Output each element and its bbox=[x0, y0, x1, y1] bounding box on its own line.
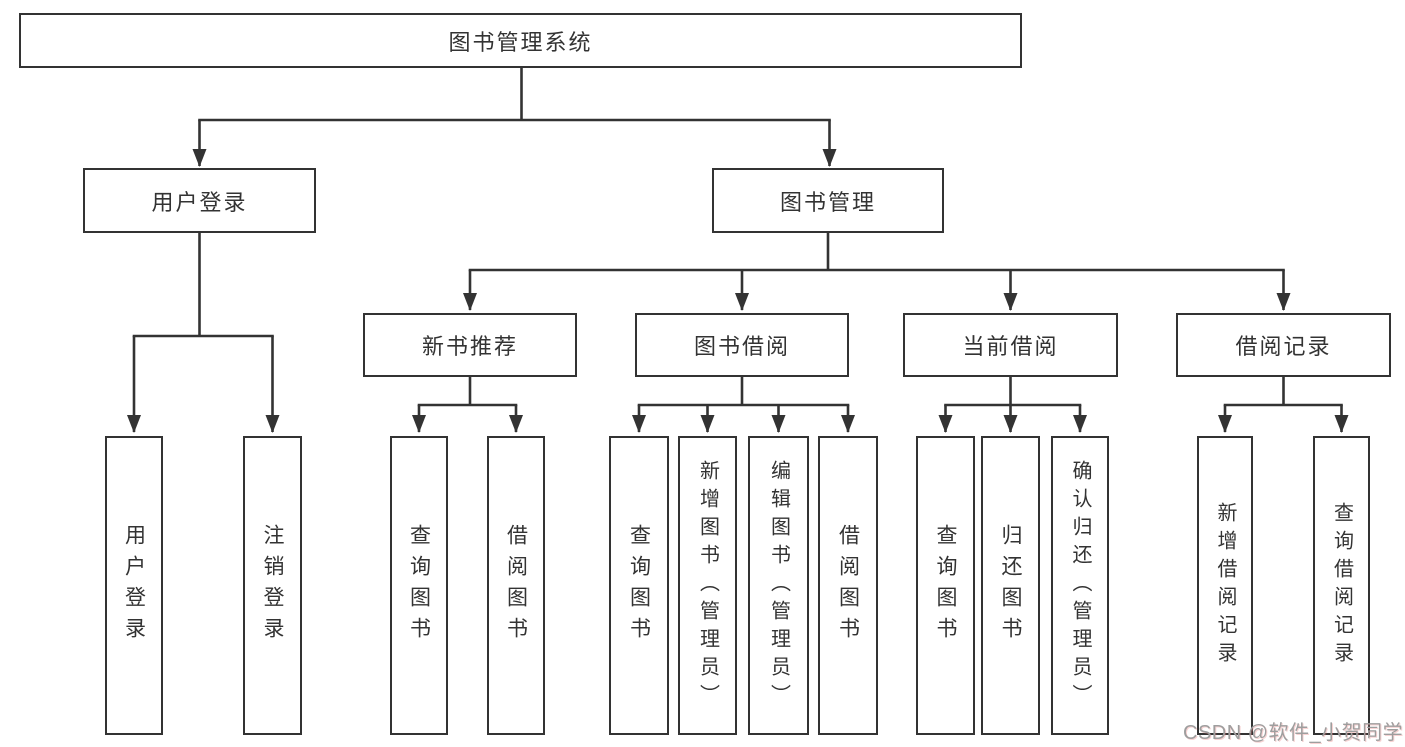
leaf-borrow-books-label: 借阅图书 bbox=[836, 523, 860, 648]
node-book-borrow: 图书借阅 bbox=[635, 313, 849, 377]
leaf-logout-label: 注销登录 bbox=[261, 523, 284, 648]
leaf-add-book-admin-label: 新增图书（管理员） bbox=[696, 459, 719, 712]
node-root-label: 图书管理系统 bbox=[448, 29, 593, 55]
node-root: 图书管理系统 bbox=[19, 13, 1022, 68]
leaf-query-books-current: 查询图书 bbox=[916, 436, 975, 735]
leaf-confirm-return-admin-label: 确认归还（管理员） bbox=[1069, 459, 1091, 712]
leaf-query-books-current-label: 查询图书 bbox=[934, 523, 957, 648]
leaf-query-books-recommend-label: 查询图书 bbox=[407, 523, 431, 648]
leaf-return-books: 归还图书 bbox=[981, 436, 1040, 735]
leaf-edit-book-admin-label: 编辑图书（管理员） bbox=[767, 459, 790, 712]
leaf-query-books-borrow-label: 查询图书 bbox=[627, 523, 651, 648]
leaf-logout: 注销登录 bbox=[243, 436, 302, 735]
node-book-management-label: 图书管理 bbox=[779, 189, 876, 215]
leaf-add-book-admin: 新增图书（管理员） bbox=[678, 436, 737, 735]
leaf-return-books-label: 归还图书 bbox=[999, 523, 1022, 648]
node-borrow-records-label: 借阅记录 bbox=[1235, 334, 1332, 359]
node-new-book-recommend: 新书推荐 bbox=[363, 313, 577, 377]
node-book-management: 图书管理 bbox=[712, 168, 944, 233]
leaf-edit-book-admin: 编辑图书（管理员） bbox=[748, 436, 809, 735]
leaf-query-books-borrow: 查询图书 bbox=[609, 436, 669, 735]
node-book-borrow-label: 图书借阅 bbox=[693, 334, 790, 359]
leaf-query-books-recommend: 查询图书 bbox=[390, 436, 448, 735]
leaf-add-borrow-record-label: 新增借阅记录 bbox=[1214, 501, 1236, 670]
leaf-user-login-label: 用户登录 bbox=[122, 523, 146, 648]
leaf-confirm-return-admin: 确认归还（管理员） bbox=[1051, 436, 1109, 735]
node-new-book-recommend-label: 新书推荐 bbox=[421, 334, 518, 359]
node-current-borrow: 当前借阅 bbox=[903, 313, 1118, 377]
node-user-login-label: 用户登录 bbox=[151, 189, 248, 215]
leaf-borrow-books-recommend-label: 借阅图书 bbox=[504, 523, 528, 648]
leaf-add-borrow-record: 新增借阅记录 bbox=[1197, 436, 1253, 735]
leaf-borrow-books-recommend: 借阅图书 bbox=[487, 436, 545, 735]
leaf-user-login: 用户登录 bbox=[105, 436, 163, 735]
leaf-query-borrow-record: 查询借阅记录 bbox=[1313, 436, 1370, 735]
csdn-watermark: CSDN @软件_小贺同学 bbox=[1183, 722, 1404, 744]
node-user-login: 用户登录 bbox=[83, 168, 316, 233]
leaf-query-borrow-record-label: 查询借阅记录 bbox=[1330, 501, 1353, 670]
node-current-borrow-label: 当前借阅 bbox=[962, 334, 1059, 359]
node-borrow-records: 借阅记录 bbox=[1176, 313, 1391, 377]
leaf-borrow-books: 借阅图书 bbox=[818, 436, 878, 735]
